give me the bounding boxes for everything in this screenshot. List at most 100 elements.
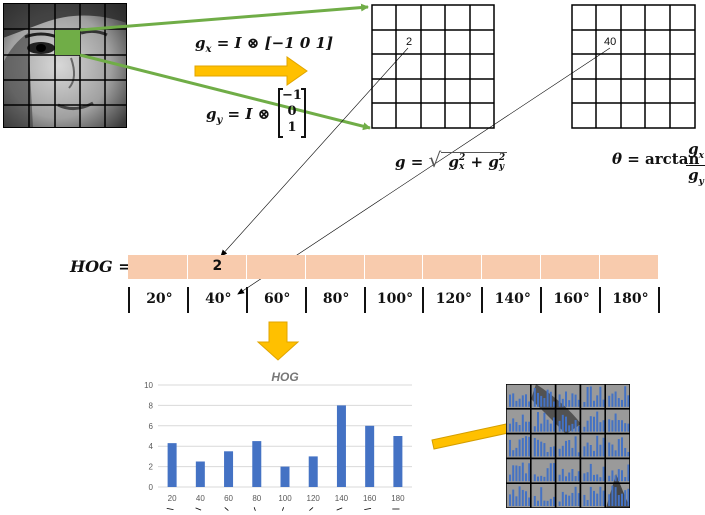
mini-bar [561,398,564,407]
mini-bar [528,401,531,407]
hog-bin-labels: 20°40°60°80°100°120°140°160°180° [128,287,660,315]
mini-bar [525,491,527,506]
mini-bar [509,439,511,457]
mini-bar [543,412,546,432]
mini-bar [533,437,536,457]
hog-bin-separator [245,287,248,313]
orientation-arrow [195,507,202,511]
chart-bar [252,441,262,487]
mini-bar [583,473,586,482]
x-tick-label: 60 [224,494,233,503]
mini-bar [537,500,539,506]
mini-bar [518,425,521,432]
mini-bar [589,386,592,407]
mini-bar [577,399,580,407]
x-tick-label: 180 [391,494,405,503]
mini-bar [571,393,574,407]
mini-bar [558,501,561,506]
mini-bar [577,452,580,457]
mini-bar [596,474,599,482]
gx-formula: gx = I ⊗ [−1 0 1] [195,34,334,55]
mini-bar [621,493,623,506]
mini-bar [599,422,602,432]
mini-bar [599,477,602,482]
mini-bar [608,475,611,482]
orange-arrow-right [194,56,308,86]
mini-bar [533,495,536,506]
mini-bar [553,496,555,506]
mini-bar [596,411,599,432]
hog-cell [363,255,423,279]
mini-bar [549,498,552,506]
mini-bar [543,443,546,457]
mini-bar [624,423,627,432]
mini-bar [614,391,617,407]
hog-bar [128,255,658,279]
y-tick-label: 4 [149,442,154,451]
mini-bar [512,418,515,432]
mini-bar [617,495,620,506]
mini-bar [617,420,620,432]
orientation-arrow [336,507,343,511]
hog-bin-separator [128,287,130,313]
x-tick-label: 140 [335,494,349,503]
mini-bar [543,398,546,407]
y-tick-label: 0 [149,483,154,492]
mini-bar [515,400,518,407]
mini-bar [543,500,546,506]
mini-bar [537,476,539,482]
hog-bin-separator [422,287,425,313]
hog-bin-label: 60° [263,291,291,307]
mini-bar [540,441,543,457]
mini-bar [624,477,627,482]
x-tick-label: 120 [307,494,321,503]
hog-cells-image [505,383,631,509]
green-arrow-top [79,3,369,32]
mini-bar [540,395,543,407]
mini-bar [599,386,602,407]
mini-bar [546,389,549,407]
mini-bar [589,463,592,482]
mini-bar [528,436,531,457]
mini-bar [521,395,524,407]
mini-bar [586,472,589,482]
mini-bar [537,439,539,457]
mini-bar [586,420,589,432]
mini-bar [553,446,555,457]
mini-bar [553,401,555,407]
orientation-arrow [364,507,372,511]
mini-bar [624,386,627,407]
mini-bar [546,419,549,432]
mini-bar [561,414,564,432]
mini-bar [528,497,531,506]
selected-patch [55,30,80,55]
mini-bar [518,439,521,457]
mini-bar [599,486,602,506]
mini-bar [611,485,614,506]
mini-bar [574,436,577,457]
y-tick-label: 8 [149,401,154,410]
mini-bar [509,494,511,506]
mini-bar [583,494,586,506]
mini-bar [568,472,571,482]
chart-bar [280,466,290,487]
mini-bar [512,465,515,482]
mini-bar [577,426,580,432]
mini-bar [521,437,524,457]
mini-bar [549,391,552,407]
orientation-arrow [281,507,285,511]
mini-bar [611,470,614,482]
mini-bar [583,446,586,457]
mini-bar [515,496,518,506]
mini-bar [565,391,567,407]
pointer-magnitude [220,47,409,257]
hog-cell [245,255,305,279]
chart-bar [308,456,318,487]
mini-bar [621,437,623,457]
mini-bar [614,413,617,432]
hog-cell: 2 [186,255,246,279]
mini-bar [593,474,595,482]
mini-bar [593,400,595,407]
mini-bar [583,401,586,407]
